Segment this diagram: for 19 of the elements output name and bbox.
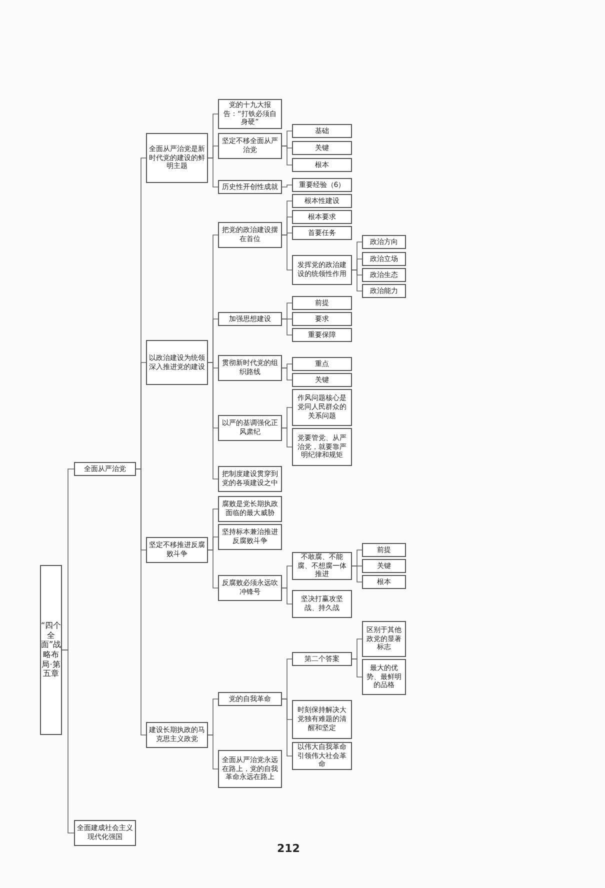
connector-line (136, 468, 146, 736)
connector-line (352, 270, 362, 292)
connector-line (282, 146, 292, 166)
connector-line (282, 234, 292, 270)
connector-line (282, 368, 292, 380)
connector-line (62, 650, 74, 834)
connector-line (208, 158, 218, 188)
connector-line (282, 698, 292, 756)
connector-line (282, 318, 292, 336)
connector-line (208, 550, 218, 588)
connector-line (208, 734, 218, 770)
page-number: 212 (277, 842, 300, 855)
connector-line (282, 588, 292, 604)
connector-line (282, 184, 292, 188)
connector-line (352, 658, 362, 678)
chapter-title-box: “四个全面”战略布局·第五章 (40, 565, 62, 735)
connector-line (282, 428, 292, 448)
connector-line (208, 362, 218, 480)
connector-line (352, 566, 362, 582)
